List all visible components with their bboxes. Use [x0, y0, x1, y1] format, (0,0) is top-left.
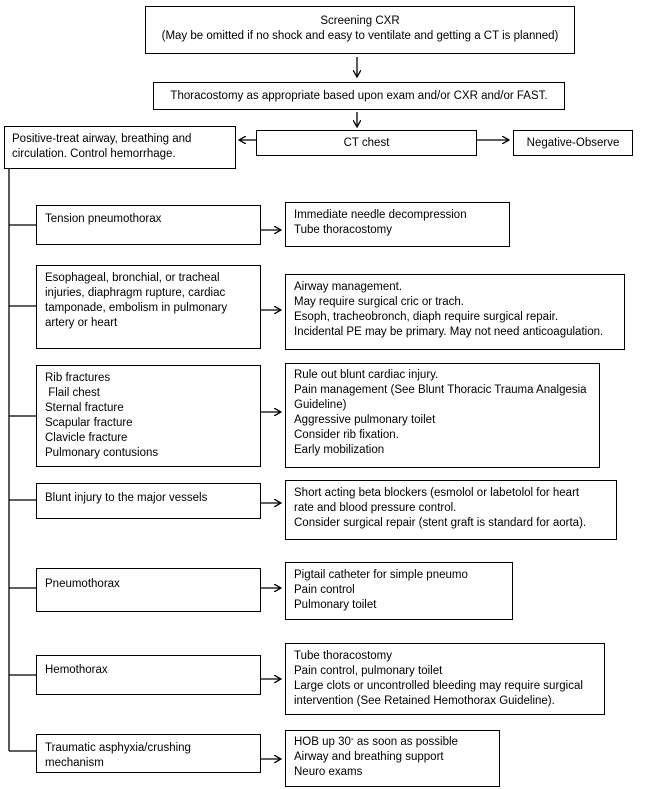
- injury-label-line: Esophageal, bronchial, or tracheal: [45, 272, 220, 284]
- injury-label-box: Tension pneumothorax: [36, 205, 261, 245]
- injury-label-box: Rib fractures Flail chest Sternal fractu…: [36, 365, 261, 467]
- thoracostomy-text: Thoracostomy as appropriate based upon e…: [170, 90, 548, 102]
- treatment-line: Short acting beta blockers (esmolol or l…: [294, 487, 580, 499]
- injury-label-box: Pneumothorax: [36, 568, 261, 612]
- treatment-line: May require surgical cric or trach.: [294, 296, 464, 308]
- treatment-line: Tube thoracostomy: [294, 650, 393, 662]
- injury-label-box: Traumatic asphyxia/crushing mechanism: [36, 734, 261, 773]
- thoracostomy-box: Thoracostomy as appropriate based upon e…: [153, 82, 565, 110]
- treatment-line: Airway and breathing support: [294, 751, 444, 763]
- treatment-line: Neuro exams: [294, 766, 363, 778]
- injury-label-line: Hemothorax: [45, 664, 108, 676]
- injury-label-line: tamponade, embolism in pulmonary: [45, 302, 228, 314]
- degree-superscript: °: [350, 738, 354, 745]
- injury-label-line: Flail chest: [45, 387, 100, 399]
- treatment-line: Consider surgical repair (stent graft is…: [294, 517, 587, 529]
- injury-label-line: injuries, diaphragm rupture, cardiac: [45, 287, 226, 299]
- hob-prefix: HOB up 30: [294, 736, 351, 748]
- injury-label-line: artery or heart: [45, 317, 118, 329]
- positive-box: Positive-treat airway, breathing and cir…: [4, 126, 236, 169]
- treatment-line: Early mobilization: [294, 444, 385, 456]
- treatment-line: Large clots or uncontrolled bleeding may…: [294, 680, 583, 692]
- treatment-line: Aggressive pulmonary toilet: [294, 414, 436, 426]
- treatment-box: Tube thoracostomy Pain control, pulmonar…: [285, 643, 605, 715]
- treatment-line: intervention (See Retained Hemothorax Gu…: [294, 695, 555, 707]
- treatment-line: Pigtail catheter for simple pneumo: [294, 569, 468, 581]
- ct-chest-text: CT chest: [343, 137, 390, 149]
- treatment-box: Pigtail catheter for simple pneumo Pain …: [285, 562, 513, 620]
- injury-label-line: Tension pneumothorax: [45, 213, 162, 225]
- treatment-line: Consider rib fixation.: [294, 429, 399, 441]
- treatment-box: Immediate needle decompression Tube thor…: [285, 202, 510, 247]
- hob-suffix: as soon as possible: [353, 736, 458, 748]
- negative-text: Negative-Observe: [526, 137, 620, 149]
- treatment-box: Short acting beta blockers (esmolol or l…: [285, 480, 617, 540]
- injury-label-line: Scapular fracture: [45, 417, 133, 429]
- injury-label-line: Rib fractures: [45, 372, 111, 384]
- injury-label-line: Sternal fracture: [45, 402, 124, 414]
- treatment-line: Pain control: [294, 584, 355, 596]
- ct-chest-box: CT chest: [256, 130, 477, 156]
- screening-note: (May be omitted if no shock and easy to …: [161, 30, 559, 42]
- injury-label-box: Esophageal, bronchial, or tracheal injur…: [36, 265, 261, 349]
- injury-label-box: Hemothorax: [36, 655, 261, 695]
- treatment-line: Guideline): [294, 399, 347, 411]
- injury-label-line: Blunt injury to the major vessels: [45, 492, 208, 504]
- injury-label-line: Clavicle fracture: [45, 432, 128, 444]
- treatment-box: Airway management. May require surgical …: [285, 274, 625, 350]
- treatment-box: HOB up 30° as soon as possible Airway an…: [285, 730, 500, 787]
- injury-label-line: Traumatic asphyxia/crushing: [45, 742, 191, 754]
- treatment-box: Rule out blunt cardiac injury. Pain mana…: [285, 363, 600, 468]
- positive-line-1: Positive-treat airway, breathing and: [12, 133, 192, 145]
- treatment-line: Pain management (See Blunt Thoracic Trau…: [294, 384, 587, 396]
- treatment-line: Incidental PE may be primary. May not ne…: [294, 326, 604, 338]
- injury-label-line: Pneumothorax: [45, 578, 120, 590]
- negative-box: Negative-Observe: [513, 130, 633, 156]
- treatment-line: Airway management.: [294, 281, 403, 293]
- treatment-line: Immediate needle decompression: [294, 209, 467, 221]
- screening-title: Screening CXR: [320, 15, 400, 27]
- injury-label-box: Blunt injury to the major vessels: [36, 483, 261, 519]
- treatment-line: Pulmonary toilet: [294, 599, 377, 611]
- positive-line-2: circulation. Control hemorrhage.: [12, 148, 176, 160]
- treatment-line: Tube thoracostomy: [294, 224, 393, 236]
- injury-label-line: mechanism: [45, 757, 104, 769]
- treatment-line: Esoph, tracheobronch, diaph require surg…: [294, 311, 559, 323]
- screening-cxr-box: Screening CXR (May be omitted if no shoc…: [145, 6, 575, 54]
- treatment-line-hob: HOB up 30° as soon as possible: [294, 735, 499, 750]
- treatment-line: Rule out blunt cardiac injury.: [294, 369, 439, 381]
- treatment-line: Pain control, pulmonary toilet: [294, 665, 443, 677]
- injury-label-line: Pulmonary contusions: [45, 447, 159, 459]
- treatment-line: rate and blood pressure control.: [294, 502, 457, 514]
